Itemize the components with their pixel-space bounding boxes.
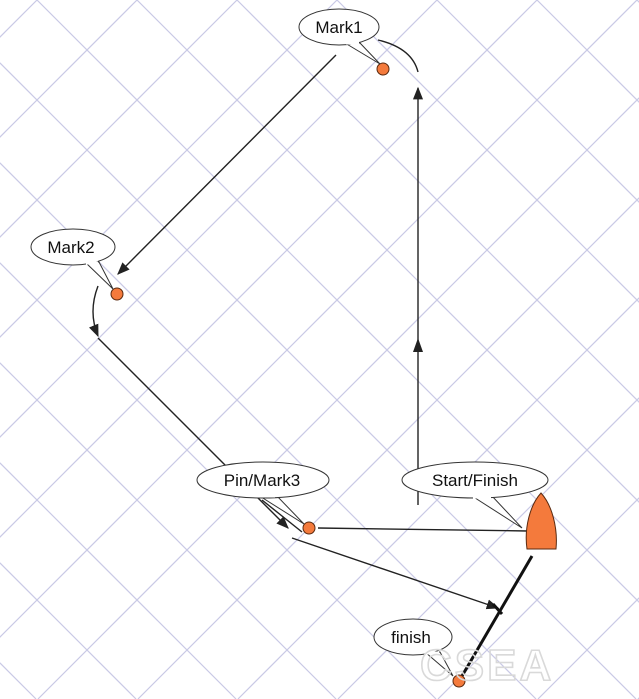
grid-line <box>0 362 337 699</box>
grid-line <box>0 0 538 538</box>
grid-line <box>237 297 639 699</box>
leg-upwind-mid-arrow <box>413 338 423 352</box>
rounding-arc-mark2 <box>88 285 99 338</box>
watermark-logo: CSEA <box>420 641 554 690</box>
finish-label: finish <box>391 628 431 647</box>
grid-line <box>137 197 639 699</box>
callout-start-finish: Start/Finish <box>401 461 549 529</box>
mark2-buoy <box>110 287 124 301</box>
callout-finish: finish <box>373 618 454 677</box>
grid-line <box>336 0 639 303</box>
callout-mark1: Mark1 <box>298 8 381 65</box>
grid-line <box>0 162 537 699</box>
callout-mark3: Pin/Mark3 <box>196 461 330 525</box>
grid-line <box>37 97 639 699</box>
mark1-label: Mark1 <box>315 18 362 37</box>
callout-mark2: Mark2 <box>30 228 116 290</box>
leg-mark3-to-finish <box>291 537 500 610</box>
grid-line <box>537 597 639 699</box>
buoys <box>110 62 466 688</box>
leg-mark1-to-mark2 <box>117 54 337 275</box>
finish-line <box>460 555 534 677</box>
mark3-buoy <box>302 521 316 535</box>
start-finish-label: Start/Finish <box>432 471 518 490</box>
leg-callout-mark3 <box>261 499 303 533</box>
grid-line <box>0 462 237 699</box>
rounding-arc-mark1 <box>377 39 419 73</box>
leg-mark2-to-mark3 <box>97 337 289 529</box>
grid-line <box>136 0 639 503</box>
grid-line <box>0 0 138 138</box>
mark3-label: Pin/Mark3 <box>224 471 301 490</box>
mark2-label: Mark2 <box>47 238 94 257</box>
finish-buoy <box>452 674 466 688</box>
grid-line <box>0 0 438 438</box>
grid-line <box>236 0 639 403</box>
grid-line <box>0 0 238 238</box>
grid-line <box>0 562 137 699</box>
grid-line <box>0 0 338 338</box>
finish-line-tick <box>491 602 504 616</box>
mark1-buoy <box>376 62 390 76</box>
committee-boat-icon <box>525 492 557 550</box>
grid-line <box>36 0 639 603</box>
grid-line <box>337 397 639 699</box>
grid-line <box>437 497 639 699</box>
start-line <box>317 527 529 532</box>
grid-line <box>0 262 437 699</box>
grid-line <box>436 0 639 203</box>
